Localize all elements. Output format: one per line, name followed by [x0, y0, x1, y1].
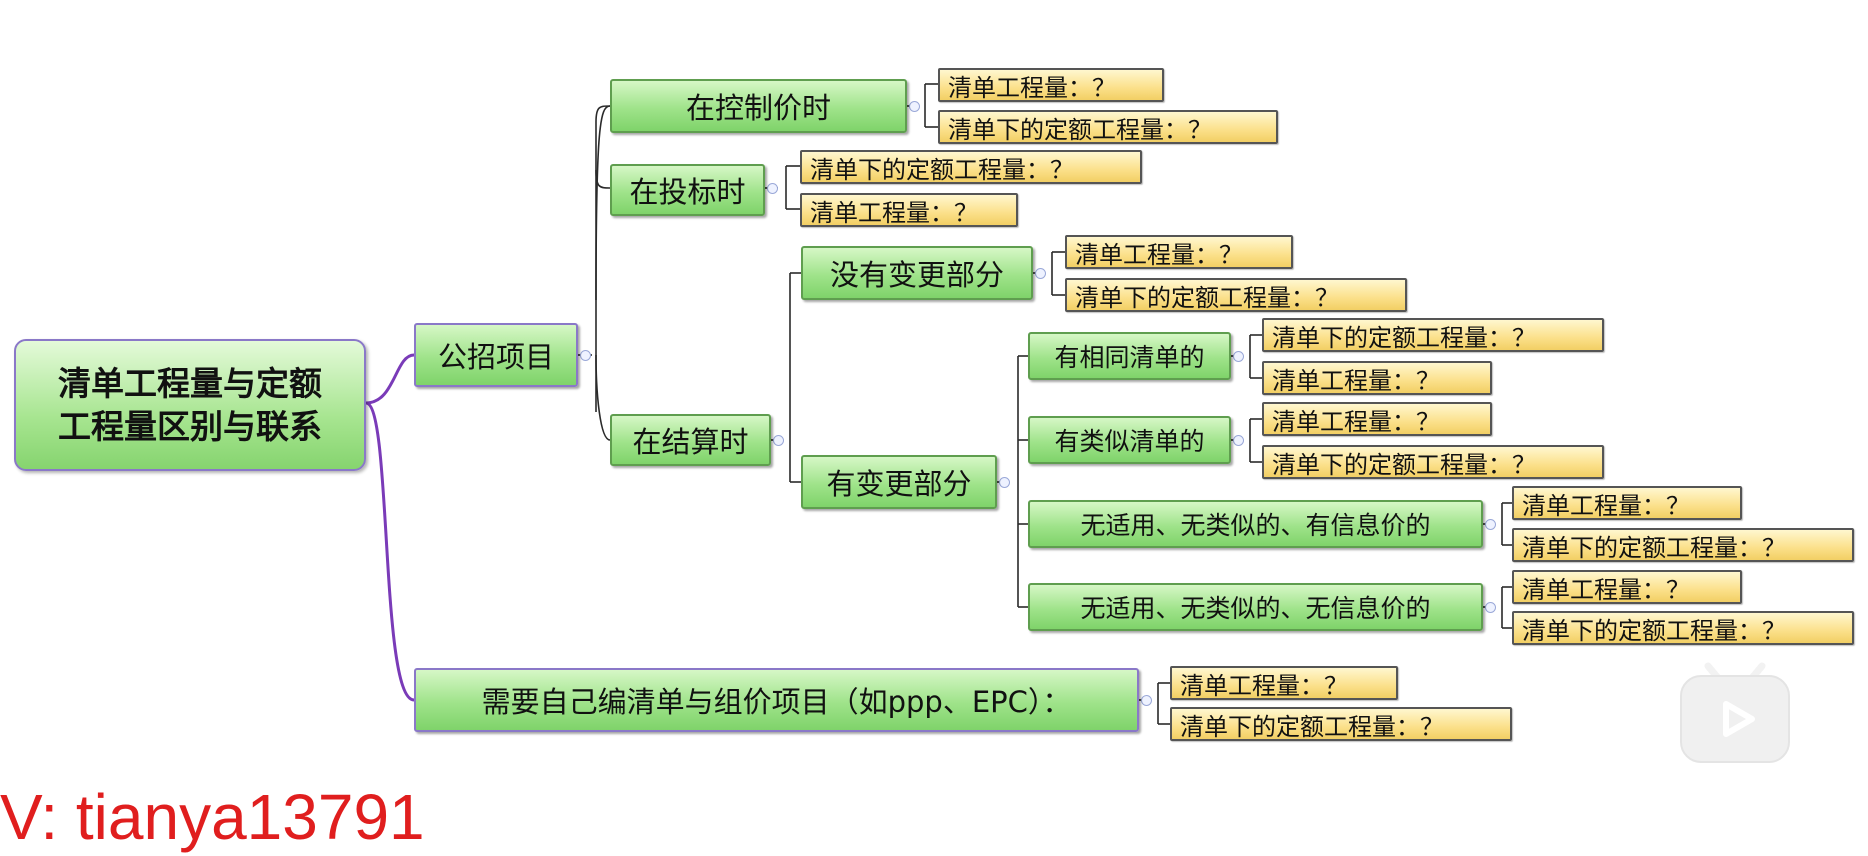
play-icon[interactable] [1678, 662, 1792, 766]
expand-dot[interactable] [999, 477, 1010, 488]
topic-changed-label: 有变更部分 [826, 467, 972, 501]
topic-settlement-label: 在结算时 [632, 425, 749, 459]
expand-dot[interactable] [909, 101, 920, 112]
topic-no-change-label: 没有变更部分 [829, 258, 1004, 292]
topic-self-compiled[interactable]: 需要自己编清单与组价项目（如ppp、EPC）： [414, 668, 1139, 732]
expand-dot[interactable] [1485, 519, 1496, 530]
topic-settlement[interactable]: 在结算时 [610, 414, 771, 466]
topic-similar-item[interactable]: 有类似清单的 [1028, 416, 1231, 464]
topic-bidding-label: 在投标时 [629, 175, 746, 209]
expand-dot[interactable] [1233, 435, 1244, 446]
expand-dot[interactable] [1035, 268, 1046, 279]
leaf-item[interactable]: 清单工程量：？ [1512, 486, 1742, 520]
leaf-item[interactable]: 清单工程量：？ [1512, 570, 1742, 604]
expand-dot[interactable] [1485, 602, 1496, 613]
leaf-item[interactable]: 清单工程量：？ [800, 193, 1018, 227]
topic-info-price[interactable]: 无适用、无类似的、有信息价的 [1028, 500, 1483, 548]
topic-bidding[interactable]: 在投标时 [610, 164, 765, 216]
expand-dot[interactable] [773, 435, 784, 446]
leaf-item[interactable]: 清单下的定额工程量：？ [1170, 707, 1512, 741]
watermark-text: V: tianya13791 [0, 781, 425, 853]
leaf-item[interactable]: 清单下的定额工程量：？ [1512, 611, 1854, 645]
expand-dot[interactable] [767, 183, 778, 194]
leaf-item[interactable]: 清单下的定额工程量：？ [1065, 278, 1407, 312]
topic-no-change[interactable]: 没有变更部分 [801, 246, 1033, 300]
leaf-item[interactable]: 清单工程量：？ [938, 68, 1164, 102]
leaf-item[interactable]: 清单工程量：？ [1065, 235, 1293, 269]
leaf-item[interactable]: 清单工程量：？ [1262, 361, 1492, 395]
root-topic[interactable]: 清单工程量与定额 工程量区别与联系 [14, 339, 366, 471]
leaf-item[interactable]: 清单下的定额工程量：？ [800, 150, 1142, 184]
expand-dot[interactable] [1141, 695, 1152, 706]
leaf-item[interactable]: 清单下的定额工程量：？ [1262, 318, 1604, 352]
topic-no-info-price[interactable]: 无适用、无类似的、无信息价的 [1028, 583, 1483, 631]
topic-control-price-label: 在控制价时 [685, 91, 831, 125]
topic-changed[interactable]: 有变更部分 [801, 455, 997, 509]
topic-public-bidding-label: 公招项目 [437, 340, 554, 374]
expand-dot[interactable] [1233, 351, 1244, 362]
leaf-item[interactable]: 清单工程量：？ [1170, 666, 1398, 700]
topic-same-item[interactable]: 有相同清单的 [1028, 332, 1231, 380]
leaf-item[interactable]: 清单下的定额工程量：？ [1512, 528, 1854, 562]
leaf-item[interactable]: 清单下的定额工程量：？ [938, 110, 1278, 144]
topic-self-compiled-label: 需要自己编清单与组价项目（如ppp、EPC）： [481, 685, 1072, 719]
topic-control-price[interactable]: 在控制价时 [610, 79, 907, 133]
leaf-item[interactable]: 清单下的定额工程量：？ [1262, 445, 1604, 479]
root-topic-line2: 工程量区别与联系 [58, 407, 322, 446]
leaf-item[interactable]: 清单工程量：？ [1262, 402, 1492, 436]
root-topic-line1: 清单工程量与定额 [58, 364, 322, 403]
root-to-self-line [365, 401, 415, 702]
topic-public-bidding[interactable]: 公招项目 [414, 323, 578, 387]
expand-dot[interactable] [580, 350, 591, 361]
root-to-public-line [365, 353, 415, 405]
